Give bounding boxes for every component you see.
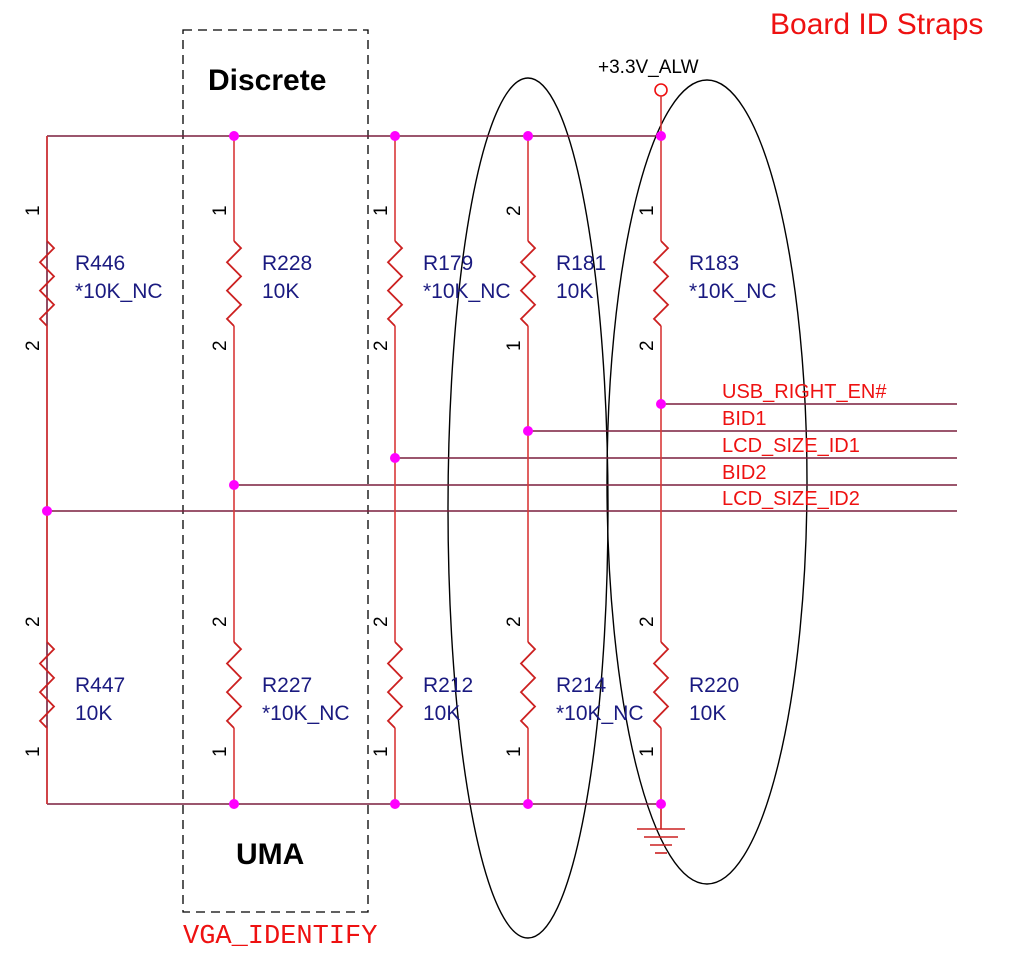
junction-dot: [229, 131, 239, 141]
resistor-value: 10K: [75, 702, 112, 725]
net-label-bid2: BID2: [722, 462, 766, 484]
resistor-r181: 2 1 R181 10K: [504, 136, 606, 431]
pin-number: 2: [637, 616, 658, 627]
pin-number: 2: [210, 340, 231, 351]
pin-number: 1: [23, 205, 44, 216]
vga-identify-box: [182, 29, 369, 913]
pin-number: 1: [371, 205, 392, 216]
junction-dot: [390, 799, 400, 809]
resistor-value: *10K_NC: [556, 702, 644, 725]
junction-dot: [656, 131, 666, 141]
resistor-columns: 12R446*10K_NC12R22810K12R179*10K_NC21R18…: [23, 136, 777, 804]
junction-dot: [523, 426, 533, 436]
junction-dots: [42, 131, 666, 809]
junction-dot: [42, 506, 52, 516]
resistor-refdes: R228: [262, 252, 312, 275]
net-label-lcd-size-id1: LCD_SIZE_ID1: [722, 435, 860, 457]
resistor-r446: 1 2 R446 *10K_NC: [23, 136, 163, 511]
junction-dot: [390, 131, 400, 141]
pin-number: 1: [210, 205, 231, 216]
pin-number: 2: [371, 616, 392, 627]
resistor-r220: 2 1 R220 10K: [637, 404, 739, 804]
junction-dot: [523, 799, 533, 809]
junction-dot: [390, 453, 400, 463]
net-label-usb-right-en: USB_RIGHT_EN#: [722, 381, 887, 403]
net-label-bid1: BID1: [722, 408, 766, 430]
power-rail-label: +3.3V_ALW: [598, 57, 699, 78]
pin-number: 2: [210, 616, 231, 627]
resistor-refdes: R446: [75, 252, 125, 275]
bid1-column-ellipse: [447, 77, 609, 939]
vga-identify-label: VGA_IDENTIFY: [183, 922, 377, 952]
junction-dot: [229, 799, 239, 809]
page-title: Board ID Straps: [770, 8, 983, 41]
resistor-value: 10K: [689, 702, 726, 725]
resistor-r227: 2 1 R227 *10K_NC: [210, 485, 350, 804]
junction-dot: [523, 131, 533, 141]
pin-number: 2: [23, 616, 44, 627]
resistor-refdes: R212: [423, 674, 473, 697]
resistor-refdes: R181: [556, 252, 606, 275]
junction-dot: [656, 399, 666, 409]
pin-number: 1: [637, 746, 658, 757]
pin-number: 1: [504, 746, 525, 757]
bid2-column-ellipse: [606, 79, 808, 885]
resistor-value: *10K_NC: [689, 280, 777, 303]
junction-dot: [229, 480, 239, 490]
pin-number: 1: [23, 746, 44, 757]
uma-label: UMA: [236, 838, 304, 871]
resistor-refdes: R214: [556, 674, 607, 697]
pin-number: 2: [504, 616, 525, 627]
resistor-r214: 2 1 R214 *10K_NC: [504, 431, 644, 804]
pin-number: 2: [504, 205, 525, 216]
resistor-value: *10K_NC: [423, 280, 511, 303]
net-label-lcd-size-id2: LCD_SIZE_ID2: [722, 488, 860, 510]
pin-number: 1: [637, 205, 658, 216]
resistor-value: *10K_NC: [262, 702, 350, 725]
resistor-r228: 1 2 R228 10K: [210, 136, 312, 485]
ground-symbol: [637, 804, 685, 854]
pin-number: 2: [23, 340, 44, 351]
resistor-r179: 1 2 R179 *10K_NC: [371, 136, 511, 458]
pin-number: 1: [504, 340, 525, 351]
resistor-refdes: R447: [75, 674, 125, 697]
power-rail-terminal: [654, 83, 668, 97]
resistor-r183: 1 2 R183 *10K_NC: [637, 136, 777, 404]
resistor-refdes: R227: [262, 674, 312, 697]
resistor-value: *10K_NC: [75, 280, 163, 303]
discrete-label: Discrete: [208, 64, 326, 97]
resistor-value: 10K: [262, 280, 299, 303]
pin-number: 2: [371, 340, 392, 351]
resistor-value: 10K: [556, 280, 593, 303]
pin-number: 1: [210, 746, 231, 757]
resistor-value: 10K: [423, 702, 460, 725]
resistor-refdes: R179: [423, 252, 473, 275]
resistor-r447: 2 1 R447 10K: [23, 511, 125, 804]
resistor-r212: 2 1 R212 10K: [371, 458, 473, 804]
pin-number: 1: [371, 746, 392, 757]
pin-number: 2: [637, 340, 658, 351]
resistor-refdes: R220: [689, 674, 739, 697]
resistor-refdes: R183: [689, 252, 739, 275]
junction-dot: [656, 799, 666, 809]
